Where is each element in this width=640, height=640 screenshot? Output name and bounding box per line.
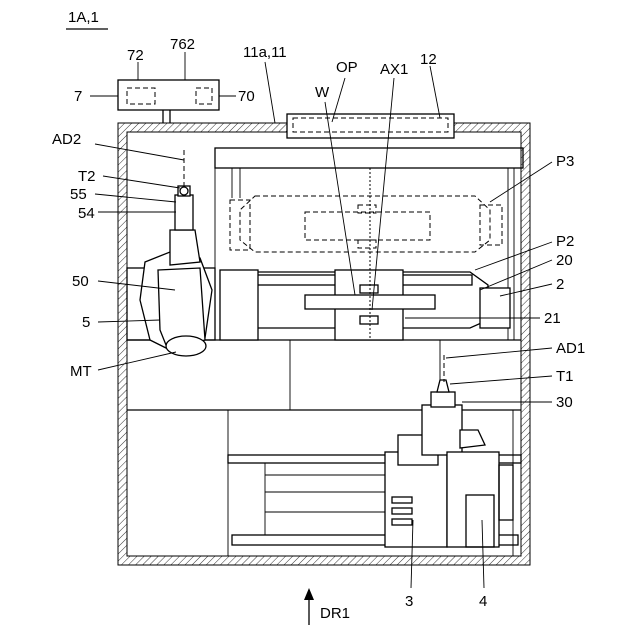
control-unit bbox=[118, 80, 219, 123]
workpiece-holder bbox=[220, 270, 510, 340]
label-11a: 11a,11 bbox=[243, 44, 287, 61]
figure-title: 1A,1 bbox=[68, 9, 99, 26]
label-30: 30 bbox=[556, 394, 573, 411]
label-50: 50 bbox=[72, 273, 89, 290]
workpiece-holder-position-p3 bbox=[230, 196, 502, 252]
label-ad1: AD1 bbox=[556, 340, 585, 357]
label-21: 21 bbox=[544, 310, 561, 327]
label-20: 20 bbox=[556, 252, 573, 269]
label-mt: MT bbox=[70, 363, 92, 380]
label-t2: T2 bbox=[78, 168, 96, 185]
label-12: 12 bbox=[420, 51, 437, 68]
label-op: OP bbox=[336, 59, 358, 76]
label-3: 3 bbox=[405, 593, 413, 610]
label-54: 54 bbox=[78, 205, 95, 222]
label-dr1: DR1 bbox=[320, 605, 350, 622]
label-p3: P3 bbox=[556, 153, 574, 170]
label-70: 70 bbox=[238, 88, 255, 105]
label-2: 2 bbox=[556, 276, 564, 293]
label-5: 5 bbox=[82, 314, 90, 331]
robot bbox=[127, 186, 215, 356]
direction-arrow bbox=[304, 588, 314, 625]
label-p2: P2 bbox=[556, 233, 574, 250]
label-ax1: AX1 bbox=[380, 61, 408, 78]
label-t1: T1 bbox=[556, 368, 574, 385]
label-ad2: AD2 bbox=[52, 131, 81, 148]
label-w: W bbox=[315, 84, 330, 101]
label-72: 72 bbox=[127, 47, 144, 64]
label-7: 7 bbox=[74, 88, 82, 105]
carriage bbox=[447, 452, 513, 547]
label-4: 4 bbox=[479, 593, 487, 610]
cover-op bbox=[287, 114, 454, 138]
label-762: 762 bbox=[170, 36, 195, 53]
label-55: 55 bbox=[70, 186, 87, 203]
